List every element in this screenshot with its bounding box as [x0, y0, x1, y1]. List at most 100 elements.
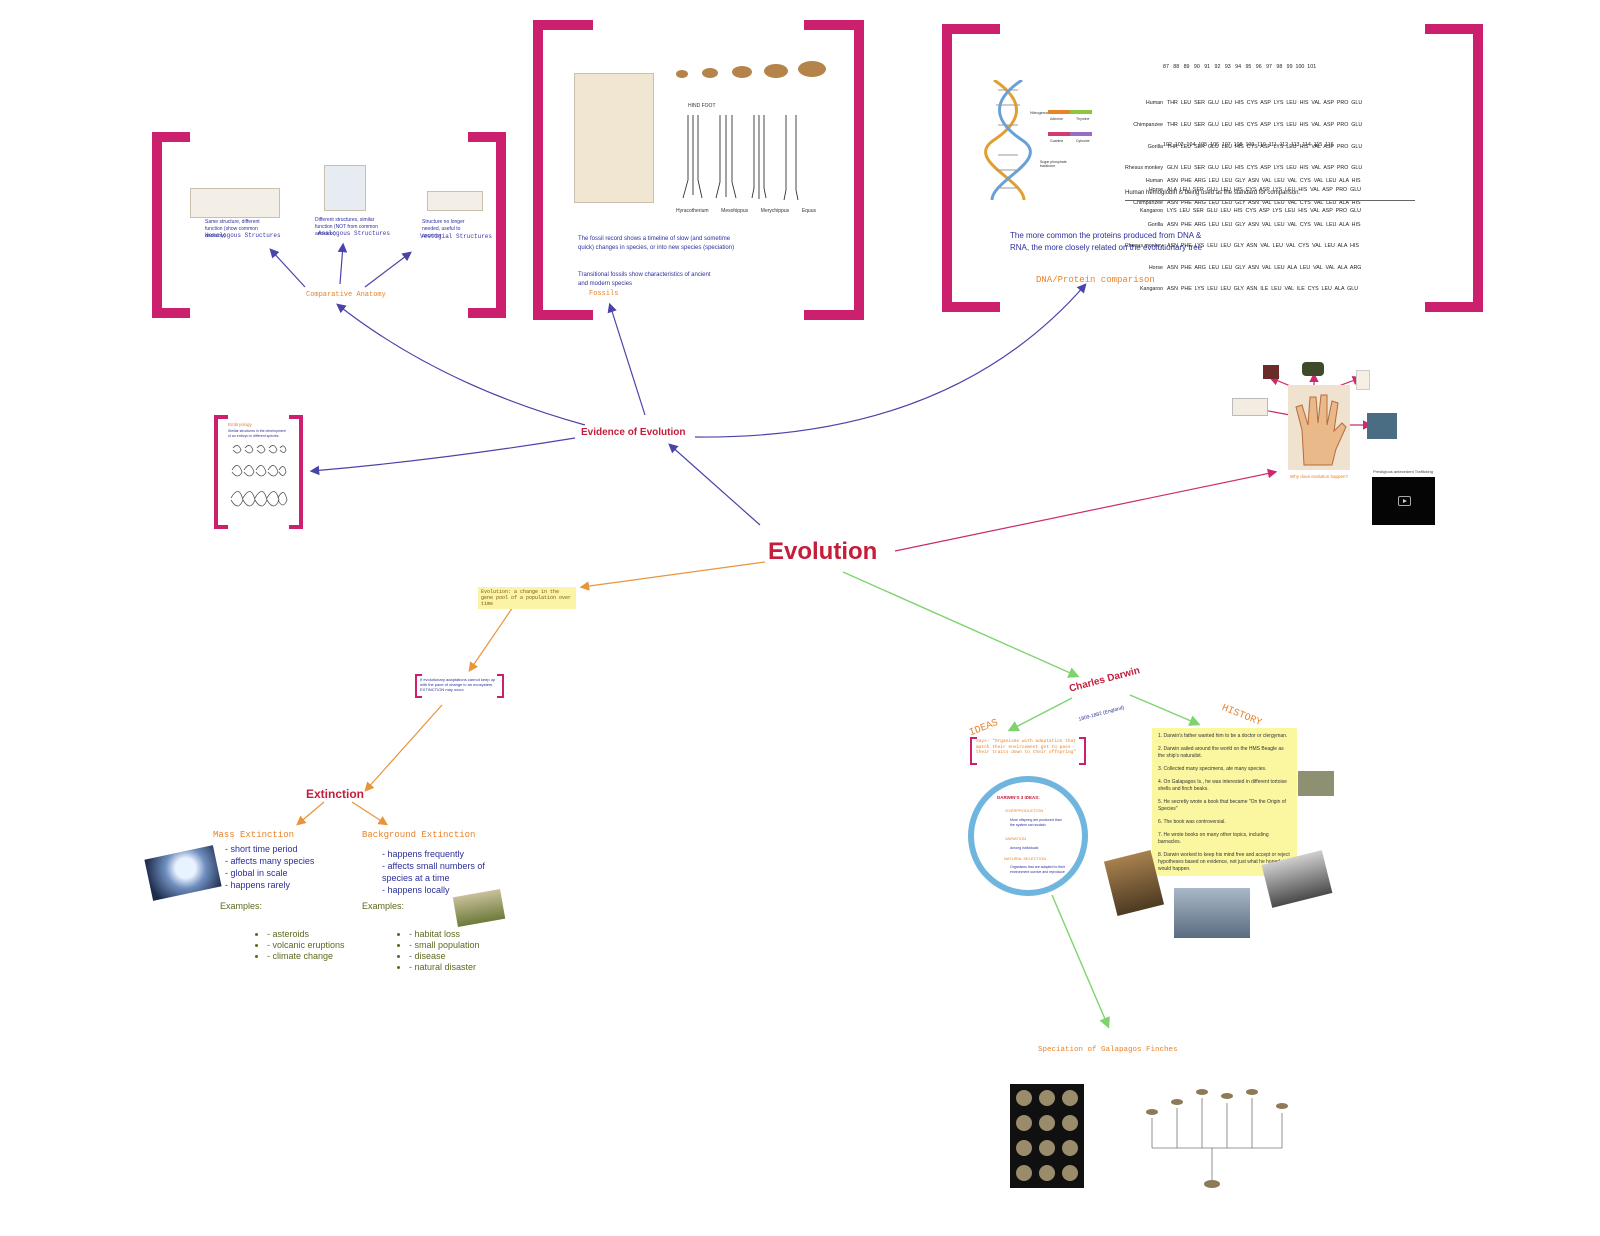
why-evolution-label[interactable]: Why does evolution happen?: [1290, 474, 1349, 479]
background-examples-label: Examples:: [362, 901, 405, 911]
homologous-image: [190, 188, 280, 218]
background-examples-list: habitat loss small population disease na…: [369, 929, 480, 973]
history-item: 5. He secretly wrote a book that became …: [1158, 799, 1286, 812]
natural-selection-title: NATURAL SELECTION: [1004, 856, 1047, 861]
circle-title: DARWIN'S 3 IDEAS:: [997, 795, 1040, 800]
protein-row: ASN PHE ARG LEU LEU GLY ASN VAL LEU VAL …: [1167, 178, 1361, 185]
analogous-label: Analogous Structures: [318, 230, 391, 237]
dna-backbone-label: Sugar phosphate backbone: [1040, 160, 1067, 168]
protein-row: ASN PHE ARG LEU LEU GLY ASN VAL LEU ALA …: [1167, 264, 1362, 271]
central-title[interactable]: Evolution: [768, 538, 878, 565]
protein-table-2: 102 103 104 105 106 107 108 109 110 111 …: [1115, 128, 1361, 315]
list-item: affects small numbers of species at a ti…: [382, 860, 492, 884]
dna-bar-gc: [1048, 132, 1092, 136]
history-item: 8. Darwin worked to keep his mind free a…: [1158, 852, 1290, 872]
bird-thumbnail: [1302, 362, 1324, 376]
fossil-layers-image: [574, 73, 654, 203]
history-item: 6. The book was controversial.: [1158, 819, 1226, 825]
condition-bracket-right: [497, 674, 504, 698]
anatomy-bracket-left: [152, 132, 190, 318]
video-player[interactable]: [1372, 477, 1435, 525]
extinction-title[interactable]: Extinction: [306, 787, 365, 801]
anatomy-bracket-right: [468, 132, 506, 318]
limb-label: Hyracotherium: [676, 208, 709, 214]
protein-row: THR LEU SER GLU LEU HIS CYS ASP LYS LEU …: [1167, 143, 1363, 150]
protein-row: ASN PHE ARG LEU LEU GLY ASN VAL LEU VAL …: [1167, 200, 1361, 207]
darwin-says: Says: "Organisms with adaptation that ma…: [976, 739, 1076, 755]
species-label: Chimpanzee: [1133, 122, 1163, 129]
protein-row: THR LEU SER GLU LEU HIS CYS ASP LYS LEU …: [1167, 100, 1363, 107]
butterfly-thumbnail: [1356, 370, 1370, 390]
finch-beaks-grid-image: [1010, 1084, 1084, 1188]
vestigial-label: Vestigial Structures: [420, 233, 493, 240]
darwin-ideas-circle[interactable]: [968, 776, 1088, 896]
says-bracket-left: [970, 737, 977, 765]
list-item: climate change: [267, 951, 345, 962]
history-item: 4. On Galapagos Is., he was interested i…: [1158, 779, 1287, 792]
embryo-grid-image: [228, 440, 288, 516]
background-extinction-title[interactable]: Background Extinction: [362, 830, 476, 840]
list-item: global in scale: [225, 867, 314, 879]
protein-header: 87 88 89 90 91 92 93 94 95 96 97 98 99 1…: [1163, 64, 1317, 71]
history-item: 7. He wrote books on many other topics, …: [1158, 832, 1269, 845]
protein-row: GLN LEU SER GLU LEU HIS CYS ASP LYS LEU …: [1167, 165, 1363, 172]
protein-row: ALA LEU SER GLU LEU HIS CYS ASP LYS LEU …: [1167, 186, 1362, 193]
embryology-label[interactable]: Embryology: [228, 422, 252, 427]
protein-row: ASN PHE LYS LEU LEU GLY ASN ILE LEU VAL …: [1167, 286, 1359, 293]
finch-tree-diagram-image: [1132, 1078, 1298, 1192]
dna-helix-image: [984, 78, 1032, 201]
natural-selection-text: Organisms that are adapted to their envi…: [1010, 865, 1066, 874]
mass-extinction-title[interactable]: Mass Extinction: [213, 830, 295, 840]
overproduction-title: OVERPRODUCTION: [1005, 808, 1044, 813]
dna-bracket-right: [1425, 24, 1483, 312]
orange-arrows: [296, 561, 766, 826]
protein-table-1: 87 88 89 90 91 92 93 94 95 96 97 98 99 1…: [1115, 50, 1362, 237]
species-label: Chimpanzee: [1133, 200, 1163, 207]
play-icon[interactable]: [1398, 496, 1411, 506]
fossils-label[interactable]: Fossils: [589, 290, 619, 298]
homologous-label: Homologous Structures: [205, 232, 281, 239]
vestigial-image: [427, 191, 483, 211]
species-label: Human: [1145, 178, 1163, 185]
newspaper-thumbnail: [1232, 398, 1268, 416]
embryo-bracket-left: [214, 415, 228, 529]
hind-foot-bones-image: [680, 110, 810, 205]
limb-labels: Hyracotherium Mesohippus Merychippus Equ…: [676, 208, 816, 214]
limb-label: Mesohippus: [721, 208, 749, 214]
horse-series-image: [670, 56, 830, 86]
video-caption: Prestigious antecedent Trafficking: [1373, 469, 1433, 474]
limb-label: Equus: [801, 208, 816, 214]
species-label: Kangaroo: [1140, 208, 1163, 215]
species-label: Kangaroo: [1140, 286, 1163, 293]
embryology-caption: Similar structures in the development of…: [228, 429, 286, 438]
dna-protein-label[interactable]: DNA/Protein comparison: [1036, 275, 1155, 285]
mass-examples-label: Examples:: [220, 901, 263, 911]
hind-foot-label: HIND FOOT: [688, 103, 716, 109]
speciation-label[interactable]: Speciation of Galapagos Finches: [1038, 1046, 1178, 1054]
variation-text: Among individuals: [1010, 846, 1039, 850]
analogous-image: [324, 165, 366, 211]
background-extinction-list: happens frequently affects small numbers…: [382, 848, 492, 896]
history-note[interactable]: 1. Darwin's father wanted him to be a do…: [1152, 728, 1297, 876]
blue-arrows: [269, 242, 1087, 526]
definition-note[interactable]: Evolution: a change in the gene pool of …: [478, 587, 576, 609]
condition-bracket-left: [415, 674, 422, 698]
frog-thumbnail: [1263, 365, 1279, 379]
fossils-text-timeline: The fossil record shows a timeline of sl…: [578, 236, 735, 251]
variation-title: VARIATION: [1005, 836, 1026, 841]
list-item: happens frequently: [382, 848, 492, 860]
dna-bar-at: [1048, 110, 1092, 114]
embryo-bracket-right: [289, 415, 303, 529]
evidence-title[interactable]: Evidence of Evolution: [581, 427, 686, 438]
vestigial-caption: Structure no longer needed, useful to an…: [422, 219, 465, 239]
protein-header: 102 103 104 105 106 107 108 109 110 111 …: [1163, 142, 1334, 149]
dna-table-note: Human hemoglobin is being used as the st…: [1125, 190, 1301, 196]
list-item: short time period: [225, 843, 314, 855]
beagle-ship-image: [1174, 888, 1250, 938]
comparative-anatomy-label[interactable]: Comparative Anatomy: [306, 291, 386, 299]
list-item: happens locally: [382, 884, 492, 896]
says-bracket-right: [1079, 737, 1086, 765]
dna-pair-c: Cytosine: [1076, 139, 1090, 143]
fossils-text-transitional: Transitional fossils show characteristic…: [578, 272, 711, 287]
list-item: small population: [409, 940, 480, 951]
